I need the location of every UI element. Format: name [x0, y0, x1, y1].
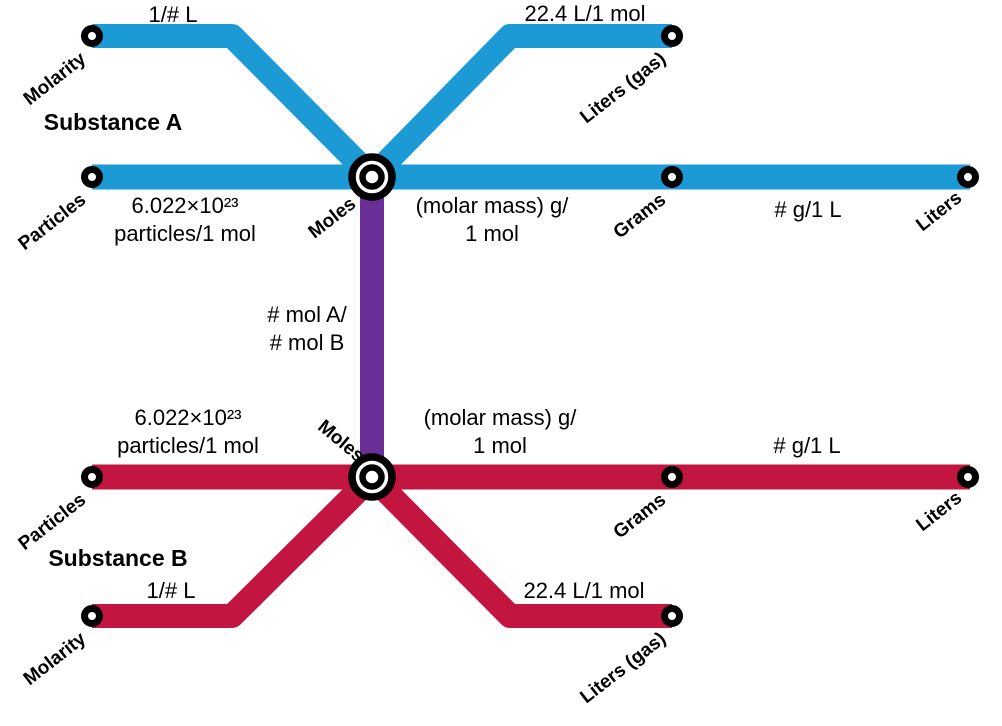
edge-a-moles-liters-gas-label: 22.4 L/1 mol	[524, 1, 645, 26]
station-b-particles	[81, 466, 103, 488]
edge-a-molarity-moles-label: 1/# L	[149, 2, 198, 27]
edge-a-grams-liters-label: # g/1 L	[774, 197, 841, 222]
station-b-liters-gas-label: Liters (gas)	[576, 628, 670, 708]
station-b-liters-gas	[661, 605, 683, 627]
hub-a-moles-label: Moles	[305, 193, 360, 243]
substance-b-title: Substance B	[48, 545, 187, 571]
station-a-molarity	[81, 25, 103, 47]
edge-b-grams-liters-label: # g/1 L	[773, 433, 840, 458]
edge-b-moles-liters-gas-label: 22.4 L/1 mol	[523, 578, 644, 603]
hub-b-moles	[348, 453, 396, 501]
station-b-molarity	[81, 605, 103, 627]
hub-a-moles	[348, 153, 396, 201]
station-a-grams	[661, 166, 683, 188]
line-b-liters-gas-branch	[363, 468, 672, 628]
station-b-liters	[957, 466, 979, 488]
edge-a-moles-grams-label-line2: 1 mol	[465, 221, 519, 246]
station-a-liters	[957, 166, 979, 188]
station-b-grams	[661, 466, 683, 488]
edge-a-particles-moles-label-line1: 6.022×10²³	[131, 193, 238, 218]
station-a-liters-gas	[661, 25, 683, 47]
station-a-particles	[81, 166, 103, 188]
station-a-liters-gas-label: Liters (gas)	[576, 48, 670, 128]
station-b-grams-label: Grams	[610, 489, 670, 543]
station-a-molarity-label: Molarity	[20, 48, 91, 110]
line-b-molarity-branch	[92, 468, 381, 628]
edge-b-particles-moles-label-line2: particles/1 mol	[117, 433, 259, 458]
edge-b-molarity-moles-label: 1/# L	[147, 578, 196, 603]
edge-a-moles-grams-label-line1: (molar mass) g/	[416, 193, 570, 218]
edge-a-particles-moles-label-line2: particles/1 mol	[114, 221, 256, 246]
station-a-grams-label: Grams	[610, 189, 670, 243]
substance-a-title: Substance A	[44, 109, 182, 135]
station-a-liters-label: Liters	[912, 187, 966, 235]
station-b-liters-label: Liters	[912, 487, 966, 535]
link-label-line2: # mol B	[270, 330, 345, 355]
edge-b-particles-moles-label-line1: 6.022×10²³	[134, 405, 241, 430]
edge-b-moles-grams-label-line1: (molar mass) g/	[424, 405, 578, 430]
line-a-molarity-branch	[92, 24, 381, 186]
line-a-liters-gas-branch	[363, 24, 672, 186]
link-label-line1: # mol A/	[267, 302, 347, 327]
edge-b-moles-grams-label-line2: 1 mol	[473, 433, 527, 458]
station-b-molarity-label: Molarity	[20, 628, 91, 690]
station-a-particles-label: Particles	[15, 189, 90, 254]
